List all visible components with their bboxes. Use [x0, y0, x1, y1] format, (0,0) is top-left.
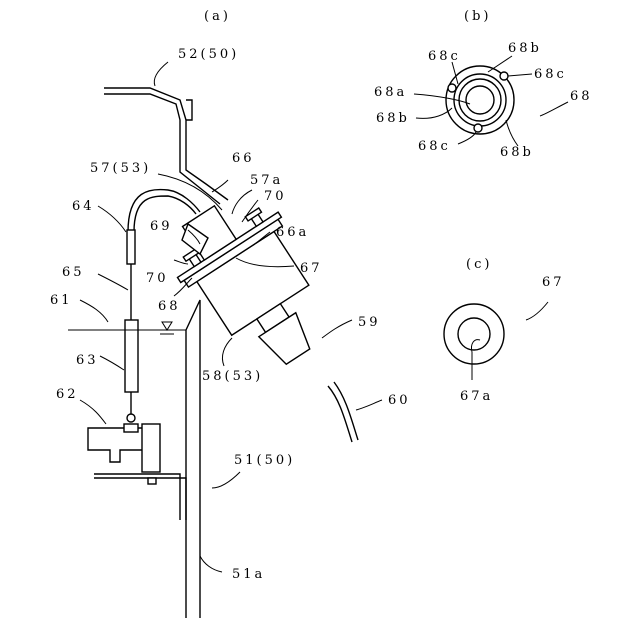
- label-61: 61: [50, 293, 73, 308]
- shelf-51: [94, 474, 186, 520]
- label-b-68a: 68a: [374, 85, 407, 100]
- label-58: 58(53): [202, 369, 263, 384]
- label-51a: 51a: [232, 567, 265, 582]
- panel-c-label: (c): [466, 257, 492, 272]
- leader-c67: [526, 302, 548, 320]
- label-b-68c-top: 68c: [428, 49, 461, 64]
- water-level-mark: [160, 322, 174, 334]
- clamp-62-block: [142, 424, 160, 472]
- disc-67-outer: [444, 304, 504, 364]
- hole-68c-left: [448, 84, 456, 92]
- leader-b68: [540, 102, 568, 116]
- label-62: 62: [56, 387, 79, 402]
- leader-51: [212, 472, 240, 488]
- label-b-68: 68: [570, 89, 593, 104]
- label-c-67a: 67a: [460, 389, 493, 404]
- tube-64-sleeve: [127, 230, 135, 264]
- cover-52: [104, 88, 228, 204]
- leader-b68c2: [508, 74, 532, 76]
- ring-68b-groove-outer: [454, 74, 506, 126]
- label-b-68c-right: 68c: [534, 67, 567, 82]
- body-63: [125, 320, 138, 392]
- shelf-foot: [148, 478, 156, 484]
- label-63: 63: [76, 353, 99, 368]
- leader-b68b2: [416, 108, 452, 118]
- leader-65: [98, 274, 128, 290]
- leader-c67a: [471, 340, 480, 380]
- label-57a: 57a: [250, 173, 283, 188]
- leader-64: [98, 206, 126, 232]
- label-66: 66: [232, 151, 255, 166]
- label-68: 68: [158, 299, 181, 314]
- leader-58: [222, 338, 232, 366]
- label-51: 51(50): [234, 453, 295, 468]
- cable-60: [328, 382, 358, 442]
- label-59: 59: [358, 315, 381, 330]
- leader-57a: [232, 190, 252, 214]
- wall-51: [186, 300, 200, 618]
- label-67-fig: 67: [300, 261, 323, 276]
- label-b-68c-bottom: 68c: [418, 139, 451, 154]
- leader-61: [80, 300, 108, 322]
- hole-68c-right: [500, 72, 508, 80]
- label-57: 57(53): [90, 161, 151, 176]
- label-65: 65: [62, 265, 85, 280]
- label-69: 69: [150, 219, 173, 234]
- device-58: [156, 179, 350, 389]
- hole-68a: [466, 86, 494, 114]
- panel-b-label: (b): [464, 9, 491, 24]
- clamp-62: [88, 428, 150, 462]
- label-52: 52(50): [178, 47, 239, 62]
- leader-59: [322, 320, 352, 338]
- cover-52-lip: [186, 100, 192, 120]
- panel-c-disc: [444, 302, 548, 380]
- label-60: 60: [388, 393, 411, 408]
- leader-63: [100, 356, 124, 370]
- label-70-left: 70: [146, 271, 169, 286]
- label-b-68b-bottom: 68b: [500, 145, 534, 160]
- leader-66: [212, 180, 228, 192]
- leader-b68c1: [452, 62, 458, 84]
- leader-b68b3: [506, 120, 518, 146]
- leader-60: [356, 400, 382, 410]
- clamp-62-screw: [124, 424, 138, 432]
- clamp-62-ring: [127, 414, 135, 422]
- label-c-67: 67: [542, 275, 565, 290]
- label-b-68b-left: 68b: [376, 111, 410, 126]
- leader-b68b1: [488, 56, 512, 72]
- leader-b68a: [414, 94, 470, 104]
- label-66a: 66a: [276, 225, 309, 240]
- leader-52: [154, 62, 168, 86]
- label-b-68b-top: 68b: [508, 41, 542, 56]
- leader-51a: [200, 556, 222, 572]
- label-70-top: 70: [264, 189, 287, 204]
- leader-62: [80, 400, 106, 424]
- disc-67-inner: [458, 318, 490, 350]
- label-64: 64: [72, 199, 95, 214]
- panel-a-label: (a): [204, 9, 231, 24]
- hole-68c-bottom: [474, 124, 482, 132]
